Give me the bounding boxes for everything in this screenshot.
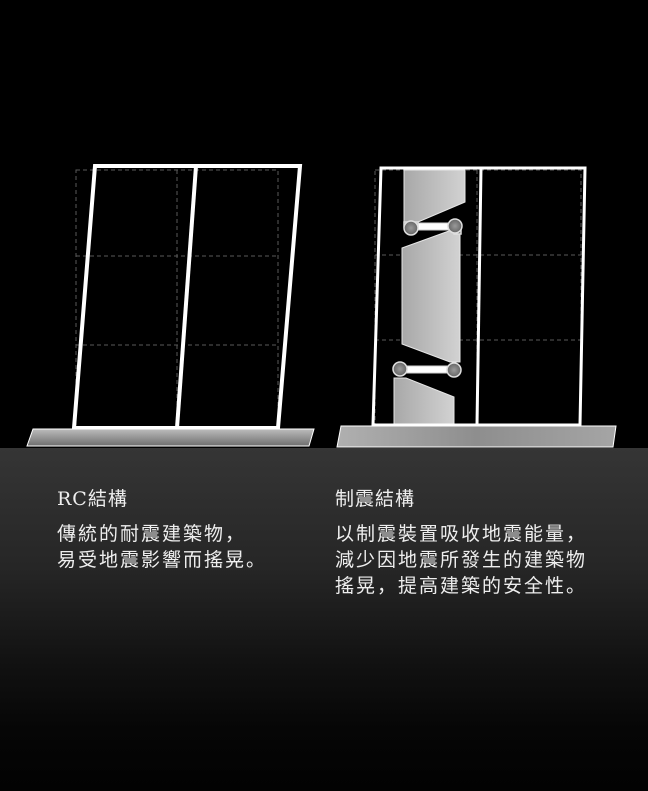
middle-wall-panel bbox=[401, 226, 461, 363]
damping-frame bbox=[371, 166, 587, 427]
caption-background bbox=[0, 448, 648, 791]
damping-caption: 制震結構 以制震裝置吸收地震能量， 減少因地震所發生的建築物 搖晃，提高建築的安… bbox=[335, 487, 635, 599]
lower-damper-device bbox=[392, 361, 462, 378]
damping-base-plate bbox=[336, 425, 617, 448]
upper-damper-device bbox=[403, 218, 463, 236]
rc-description: 傳統的耐震建築物， 易受地震影響而搖晃。 bbox=[57, 523, 268, 571]
structure-comparison-diagram bbox=[26, 164, 617, 448]
lower-wall-panel bbox=[393, 377, 455, 426]
damping-structure-diagram bbox=[336, 166, 617, 448]
damper-panels bbox=[393, 169, 466, 426]
damping-title: 制震結構 bbox=[335, 488, 416, 510]
rc-title: RC結構 bbox=[57, 488, 128, 510]
rc-caption: RC結構 傳統的耐震建築物， 易受地震影響而搖晃。 bbox=[57, 487, 317, 573]
rc-tilted-frame bbox=[71, 164, 303, 430]
rc-reference-grid bbox=[75, 169, 279, 429]
diagram-background bbox=[0, 0, 648, 448]
upper-wall-panel bbox=[403, 169, 466, 223]
damping-description: 以制震裝置吸收地震能量， 減少因地震所發生的建築物 搖晃，提高建築的安全性。 bbox=[335, 523, 588, 597]
rc-base-plate bbox=[26, 428, 315, 447]
rc-structure-diagram bbox=[26, 164, 315, 447]
